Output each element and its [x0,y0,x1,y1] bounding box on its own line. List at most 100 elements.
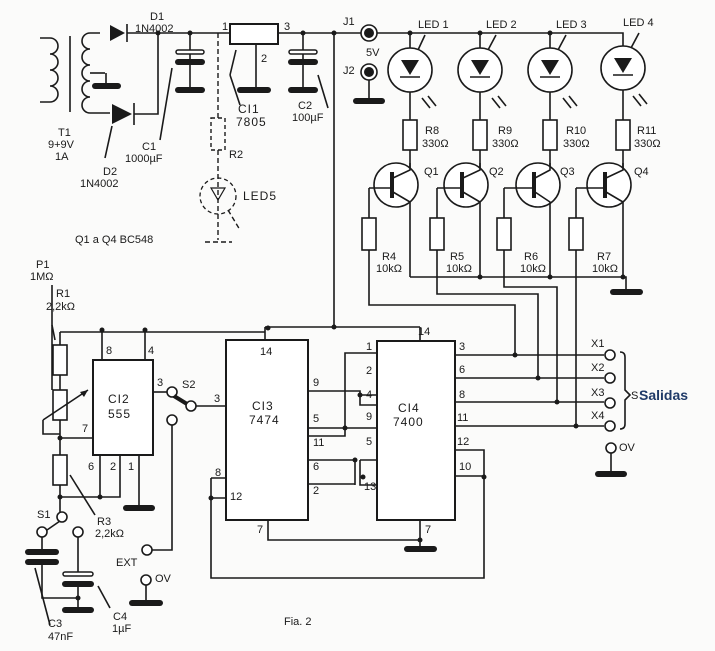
timer-ci2: CI2 555 8 4 3 7 6 2 1 P1 1MΩ R1 2,2kΩ R3… [30,259,163,540]
transistor-note: Q1 a Q4 BC548 [75,234,153,246]
ci2-part: 555 [108,407,131,421]
ext-input-terminal[interactable]: EXT [116,544,153,569]
ci2-label: CI2 [108,392,130,406]
resistor-label: R6 [524,251,538,263]
output-label: X4 [591,410,604,422]
capacitor-c3: C3 47nF [25,537,80,643]
s2-label: S2 [182,379,195,391]
resistor-label: R8 [425,125,439,137]
r3-label: R3 [97,516,111,528]
output-x2[interactable]: X2 [591,362,616,384]
outputs-label: Salidas [639,387,688,403]
regulator-ci1: 1 2 3 CI1 7805 [222,21,290,129]
ci3-pin-9: 9 [313,377,319,389]
d2-part: 1N4002 [80,178,119,190]
resistor-value: 10kΩ [446,263,472,275]
ci2-pin-1: 1 [128,461,134,473]
resistor-label: R9 [498,125,512,137]
zero-v-terminal[interactable]: OV [129,573,172,606]
r1-label: R1 [56,288,70,300]
led-label: LED 3 [556,19,587,31]
ci2-pin-8: 8 [106,345,112,357]
resistor-label: R4 [382,251,396,263]
ci4-pin-5: 5 [366,436,372,448]
ci4-part: 7400 [393,415,424,429]
led-driver-1: LED 1 R8 330Ω Q1 R4 10kΩ [361,19,516,355]
resistor-value: 10kΩ [376,263,402,275]
c4-label: C4 [113,611,127,623]
led-driver-2: LED 2 R9 330Ω Q2 R5 10kΩ [429,19,539,378]
ci4-pin-3: 3 [459,341,465,353]
ci3-pin-2: 2 [313,485,319,497]
ci1-pin-1: 1 [222,21,228,33]
led-label: LED 4 [623,17,654,29]
jack-j1: J1 [343,16,378,42]
output-label: X1 [591,338,604,350]
ci4-pin-13: 13 [364,481,376,493]
c3-value: 47nF [48,631,73,643]
output-zero-v-terminal[interactable]: OV [595,442,636,477]
resistor-label: R10 [566,125,586,137]
led-driver-4: LED 4 R11 330Ω Q4 R7 10kΩ [568,17,661,426]
resistor-value: 330Ω [563,138,590,150]
capacitor-c1: C1 1000µF [125,33,205,165]
transistor-label: Q2 [489,166,504,178]
ci4-pin-2: 2 [366,365,372,377]
t1-voltage: 9+9V [48,139,75,151]
optional-led5-branch: R2 LED5 [199,33,277,243]
resistor-value: 10kΩ [520,263,546,275]
ci2-pin-7: 7 [82,423,88,435]
t1-current: 1A [55,151,69,163]
d1-part: 1N4002 [135,23,174,35]
ci1-part: 7805 [236,115,267,129]
jack-voltage-label: 5V [366,47,380,59]
output-x1[interactable]: X1 [591,338,616,361]
ci4-pin-8: 8 [459,389,465,401]
outputs-brace [619,351,632,430]
transformer-t1: T1 9+9V 1A [40,32,121,163]
transistor-label: Q4 [634,166,649,178]
ci3-pin-8: 8 [215,467,221,479]
ci3-pin-5: 5 [313,413,319,425]
ci4-label: CI4 [398,401,420,415]
switch-s1[interactable]: S1 [36,509,84,538]
transistor-label: Q3 [560,166,575,178]
transistor-label: Q1 [424,166,439,178]
resistor-label: R5 [450,251,464,263]
ci2-pin-3: 3 [157,377,163,389]
output-label: X3 [591,387,604,399]
resistor-value: 330Ω [634,138,661,150]
ci2-pin-2: 2 [110,461,116,473]
ci1-label: CI1 [238,102,260,116]
resistor-label: R7 [597,251,611,263]
switch-s2[interactable]: S2 [153,379,197,426]
ci4-pin-7: 7 [425,524,431,536]
led-label: LED 2 [486,19,517,31]
ci4-pin-4: 4 [366,389,372,401]
c4-value: 1µF [112,623,131,635]
ci3-pin-6: 6 [313,461,319,473]
ci4-pin-10: 10 [459,461,471,473]
jack-j2: J2 [343,63,385,104]
ci3-part: 7474 [249,413,280,427]
resistor-value: 330Ω [492,138,519,150]
c1-value: 1000µF [125,153,163,165]
led5-label: LED5 [243,189,277,203]
resistor-value: 10kΩ [592,263,618,275]
ci3-pin-7: 7 [257,524,263,536]
j2-label: J2 [343,65,355,77]
c2-value: 100µF [292,112,324,124]
output-x4[interactable]: X4 [591,410,616,432]
p1-value: 1MΩ [30,271,54,283]
ci4-pin-9: 9 [366,411,372,423]
figure-caption: Fia. 2 [284,616,312,628]
d2-label: D2 [103,166,117,178]
ci4-pin-6: 6 [459,364,465,376]
led-driver-3: LED 3 R10 330Ω Q3 R6 10kΩ [496,19,590,402]
j1-label: J1 [343,16,355,28]
ci3-pin-14: 14 [260,346,272,358]
r1-value: 2,2kΩ [46,301,75,313]
capacitor-c4: C4 1µF [62,537,131,635]
output-x3[interactable]: X3 [591,387,616,409]
c2-label: C2 [298,100,312,112]
